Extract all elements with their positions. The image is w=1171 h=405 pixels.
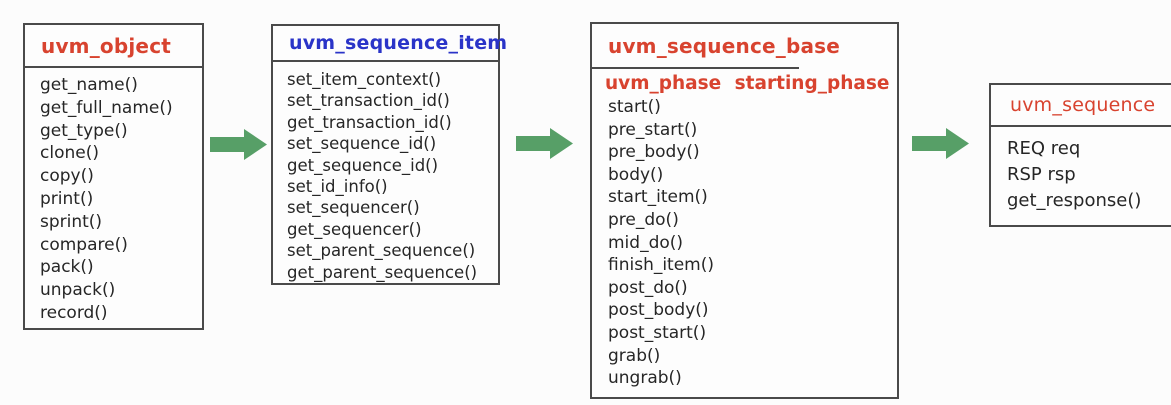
method-item: get_response() [1007, 190, 1142, 211]
method-item: pack() [40, 257, 94, 278]
method-item: get_name() [40, 75, 138, 95]
method-item: start() [608, 97, 661, 117]
class-box-uvm-sequence-item: uvm_sequence_item set_item_context()set_… [271, 24, 507, 285]
class-box-uvm-object: uvm_object get_name()get_full_name()get_… [23, 23, 204, 330]
method-item: get_full_name() [40, 97, 173, 118]
method-item: sprint() [40, 211, 103, 232]
method-item: record() [40, 302, 108, 323]
method-item: post_body() [608, 300, 709, 321]
member-field-uvm-phase: uvm_phase starting_phase [605, 73, 890, 94]
method-item: print() [40, 188, 94, 209]
method-item: compare() [40, 234, 128, 255]
header-separator [592, 67, 799, 69]
class-box-uvm-sequence-base: uvm_sequence_base uvm_phase starting_pha… [590, 22, 899, 399]
method-item: get_type() [40, 120, 128, 141]
method-item: start_item() [608, 187, 708, 208]
class-title: uvm_object [41, 33, 172, 58]
inheritance-arrow-icon [912, 126, 970, 161]
method-item: get_transaction_id() [287, 112, 452, 132]
method-item: finish_item() [608, 255, 715, 276]
class-title: uvm_sequence_item [289, 32, 508, 54]
class-box-body: uvm_phase starting_phase start()pre_star… [592, 67, 897, 390]
method-item: set_id_info() [287, 177, 388, 197]
method-item: clone() [40, 143, 99, 164]
method-item: get_sequence_id() [287, 155, 439, 175]
method-item: RSP rsp [1007, 164, 1076, 185]
inheritance-arrow-icon [516, 126, 574, 161]
method-item: REQ req [1007, 138, 1081, 159]
method-item: mid_do() [608, 232, 684, 253]
method-item: set_sequence_id() [287, 134, 437, 154]
method-item: set_parent_sequence() [287, 241, 476, 261]
method-item: get_sequencer() [287, 219, 422, 239]
method-item: body() [608, 164, 664, 185]
method-list: set_item_context()set_transaction_id()ge… [273, 62, 498, 283]
method-item: set_sequencer() [287, 198, 420, 218]
class-box-header: uvm_sequence_base [592, 24, 897, 67]
method-item: unpack() [40, 280, 116, 301]
inheritance-arrow-icon [210, 127, 268, 162]
method-item: get_parent_sequence() [287, 262, 478, 282]
class-box-header: uvm_sequence [991, 85, 1171, 127]
method-item: pre_start() [608, 119, 698, 140]
method-item: ungrab() [608, 368, 682, 389]
class-box-header: uvm_object [25, 25, 202, 68]
method-list: get_name()get_full_name()get_type()clone… [25, 68, 202, 325]
method-item: set_transaction_id() [287, 91, 450, 111]
class-box-header: uvm_sequence_item [273, 26, 507, 62]
class-title: uvm_sequence [1010, 94, 1156, 116]
method-item: grab() [608, 345, 661, 366]
method-item: set_item_context() [287, 70, 442, 89]
method-item: pre_body() [608, 142, 700, 163]
method-item: copy() [40, 166, 94, 187]
method-item: pre_do() [608, 209, 679, 230]
method-item: post_do() [608, 277, 688, 298]
class-title: uvm_sequence_base [608, 33, 841, 58]
method-item: post_start() [608, 322, 707, 343]
method-list: start()pre_start()pre_body()body()start_… [608, 96, 893, 390]
